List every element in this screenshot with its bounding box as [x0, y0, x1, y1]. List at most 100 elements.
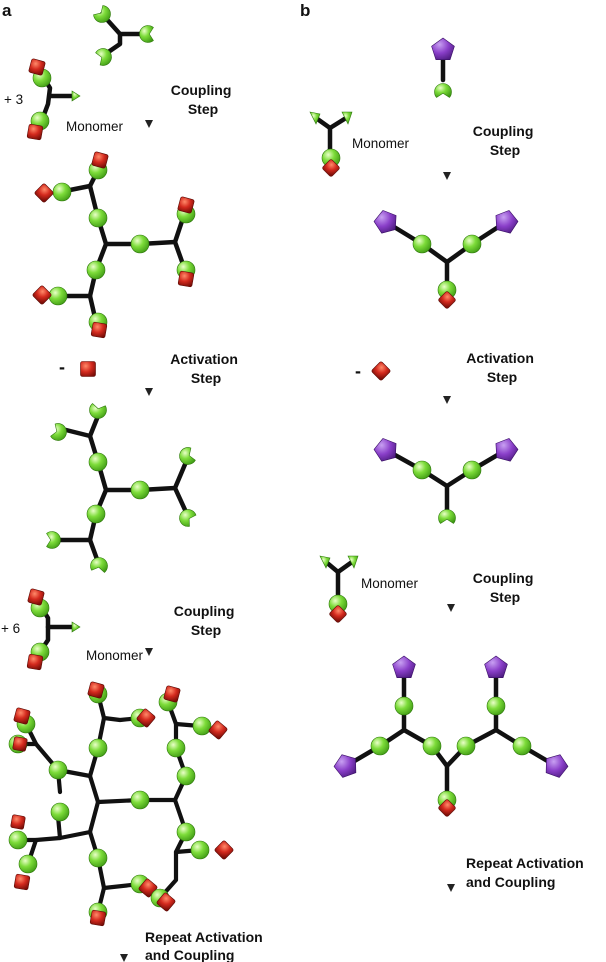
- sphere: [413, 235, 431, 253]
- left-repeat-label: Repeat Activation and Coupling: [145, 929, 267, 962]
- sphere: [19, 855, 37, 873]
- reaction-arrow-head: [443, 396, 451, 404]
- reaction-arrow-head: [447, 884, 455, 892]
- protecting-group-square: [14, 874, 30, 890]
- sphere: [89, 739, 107, 757]
- bond: [386, 450, 506, 486]
- core-pentagon: [374, 210, 396, 233]
- monomer-reactive-tip: [72, 91, 80, 101]
- reaction-arrow-head: [443, 172, 451, 180]
- sphere: [49, 287, 67, 305]
- sphere: [131, 235, 149, 253]
- core-pentagon: [334, 755, 356, 778]
- open-site-cup: [91, 558, 108, 573]
- core-pentagon: [546, 755, 568, 778]
- left-coupling-step-1: Coupling Step: [171, 82, 236, 117]
- left-minus-sign: -: [59, 357, 65, 377]
- left-coefficient-1: + 3: [4, 92, 23, 107]
- protecting-group-square: [10, 814, 25, 829]
- sphere: [423, 737, 441, 755]
- arrow-layer: [120, 70, 455, 962]
- right-minus-sign: -: [355, 361, 361, 381]
- protecting-group-square: [34, 183, 54, 203]
- sphere: [193, 717, 211, 735]
- protecting-group-square: [208, 720, 228, 740]
- open-site-cup: [179, 510, 195, 527]
- core-pentagon: [496, 438, 518, 461]
- right-coupling-step-2: Coupling Step: [473, 570, 538, 605]
- protecting-group-square: [214, 840, 234, 860]
- right-activation-step: Activation Step: [466, 350, 538, 385]
- sphere: [167, 739, 185, 757]
- open-site-cup: [94, 6, 111, 23]
- protecting-group-square: [27, 124, 43, 140]
- open-site-cup: [47, 532, 61, 549]
- right-monomer-label-2: Monomer: [361, 576, 419, 591]
- sphere: [513, 737, 531, 755]
- sphere: [177, 823, 195, 841]
- reaction-arrow-head: [145, 120, 153, 128]
- bond: [175, 488, 186, 512]
- sphere: [89, 849, 107, 867]
- monomer-reactive-tip: [72, 622, 80, 632]
- sphere: [457, 737, 475, 755]
- protecting-group-square: [12, 736, 27, 751]
- open-site-cup: [139, 26, 153, 43]
- bond: [386, 222, 506, 262]
- protecting-group-square: [91, 322, 107, 338]
- core-pentagon: [393, 656, 416, 678]
- bond: [90, 416, 98, 436]
- left-activation-step: Activation Step: [170, 351, 242, 386]
- core-pentagon: [374, 438, 396, 461]
- sphere: [395, 697, 413, 715]
- sphere: [131, 791, 149, 809]
- sphere: [463, 235, 481, 253]
- sphere: [463, 461, 481, 479]
- sphere: [87, 505, 105, 523]
- sphere: [191, 841, 209, 859]
- core-pentagon: [432, 38, 455, 60]
- open-site-cup: [90, 403, 107, 418]
- right-repeat-label: Repeat Activation and Coupling: [466, 855, 588, 890]
- reaction-arrow-head: [120, 954, 128, 962]
- sphere: [53, 183, 71, 201]
- panel-label-b: b: [300, 1, 310, 20]
- panel-label-a: a: [2, 1, 12, 20]
- sphere: [9, 831, 27, 849]
- bond: [404, 668, 496, 766]
- open-site-cup: [435, 84, 452, 98]
- open-site-cup: [180, 448, 196, 465]
- reaction-arrow-head: [145, 388, 153, 396]
- open-site-cup: [51, 424, 67, 441]
- sphere: [89, 209, 107, 227]
- bond: [90, 718, 200, 802]
- left-monomer-label-2: Monomer: [86, 648, 144, 663]
- sphere: [89, 453, 107, 471]
- right-monomer-label-1: Monomer: [352, 136, 410, 151]
- sphere: [87, 261, 105, 279]
- bond: [66, 430, 186, 490]
- sphere: [177, 767, 195, 785]
- right-coupling-step-1: Coupling Step: [473, 123, 538, 158]
- open-site-cup: [96, 49, 112, 66]
- protecting-group-square: [371, 361, 391, 381]
- protecting-group-square: [178, 271, 194, 287]
- sphere: [51, 803, 69, 821]
- sphere: [413, 461, 431, 479]
- sphere: [49, 761, 67, 779]
- left-coupling-step-2: Coupling Step: [174, 603, 239, 638]
- left-monomer-label-1: Monomer: [66, 119, 124, 134]
- protecting-group-square: [27, 654, 43, 670]
- reaction-arrow-head: [145, 648, 153, 656]
- core-pentagon: [496, 210, 518, 233]
- protecting-group-square: [32, 285, 52, 305]
- open-site-cup: [439, 509, 456, 523]
- protecting-group-square: [90, 910, 106, 926]
- reaction-arrow-head: [447, 604, 455, 612]
- sphere: [131, 481, 149, 499]
- core-pentagon: [485, 656, 508, 678]
- sphere: [371, 737, 389, 755]
- left-coefficient-2: + 6: [1, 621, 20, 636]
- protecting-group-square: [81, 362, 96, 377]
